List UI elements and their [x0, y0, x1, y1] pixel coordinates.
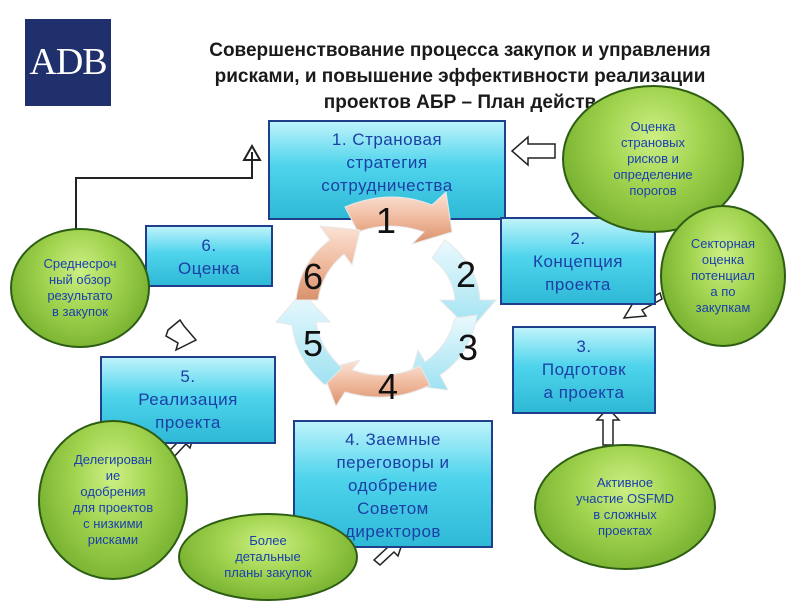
note-oval-midterm-review: Среднесроч ный обзор результато в закупо…	[10, 228, 150, 348]
note-line: планы закупок	[224, 565, 312, 580]
note-line: Оценка	[630, 119, 676, 134]
cycle-number-2: 2	[456, 254, 477, 295]
note-oval-procurement-plans: Более детальные планы закупок	[178, 513, 358, 601]
note-oval-osfmd: Активное участие OSFMD в сложных проекта…	[534, 444, 716, 570]
arrowhead	[242, 143, 262, 161]
step-line: 2.	[570, 229, 586, 248]
step-line: стратегия	[346, 153, 428, 172]
page-title: Совершенствование процесса закупок и упр…	[130, 38, 790, 116]
step-line: Советом	[357, 499, 429, 518]
note-line: страновых	[620, 135, 686, 150]
hollow-arrow	[510, 135, 556, 167]
step-line: проекта	[545, 275, 611, 294]
cycle-number-4: 4	[378, 366, 399, 407]
note-line: Делегирован	[73, 452, 153, 467]
adb-logo: ADB	[25, 19, 111, 106]
cycle-segment-6	[295, 225, 361, 301]
hollow-arrow	[595, 406, 621, 446]
note-line: одобрения	[80, 484, 146, 499]
note-line: порогов	[629, 183, 677, 198]
note-line: ие	[105, 468, 121, 483]
title-line: проектов АБР – План действ	[323, 92, 597, 113]
note-line: оценка	[701, 252, 745, 267]
step-line: 4. Заемные	[345, 430, 441, 449]
note-oval-delegation: Делегирован ие одобрения для проектов с …	[38, 420, 188, 580]
cycle-segment-1	[344, 190, 453, 245]
note-line: для проектов	[72, 500, 154, 515]
note-line: а по	[710, 284, 736, 299]
step-line: 1. Страновая	[331, 130, 443, 149]
step-line: переговоры и	[336, 453, 450, 472]
connector-line	[75, 152, 253, 232]
step-line: сотрудничества	[321, 176, 453, 195]
step-line: одобрение	[348, 476, 438, 495]
note-line: в сложных	[593, 507, 657, 522]
step-line: Концепция	[533, 252, 623, 271]
note-line: ный обзор	[48, 272, 112, 287]
cycle-number-5: 5	[303, 323, 324, 364]
step-line: 5.	[180, 367, 196, 386]
step-3-box: 3. Подготовк а проекта	[512, 326, 656, 414]
note-line: рисками	[87, 532, 139, 547]
note-oval-sector-assessment: Секторная оценка потенциал а по закупкам	[660, 205, 786, 347]
note-line: в закупок	[51, 304, 108, 319]
note-line: закупкам	[695, 300, 751, 315]
step-line: Подготовк	[541, 360, 627, 379]
cycle-number-6: 6	[303, 256, 324, 297]
note-line: потенциал	[691, 268, 755, 283]
note-line: Секторная	[690, 236, 756, 251]
note-line: проектах	[597, 523, 653, 538]
note-line: детальные	[235, 549, 301, 564]
note-line: определение	[613, 167, 693, 182]
note-line: Активное	[596, 475, 654, 490]
hollow-arrow	[165, 318, 198, 352]
note-line: рисков и	[627, 151, 679, 166]
cycle-number-1: 1	[376, 200, 397, 241]
step-line: проекта	[155, 413, 221, 432]
note-line: Более	[249, 533, 287, 548]
note-line: участие OSFMD	[575, 491, 674, 506]
note-line: с низкими	[83, 516, 143, 531]
step-line: директоров	[345, 522, 441, 541]
step-line: 3.	[576, 337, 592, 356]
note-line: результато	[47, 288, 113, 303]
cycle-number-3: 3	[458, 327, 479, 368]
step-line: а проекта	[543, 383, 625, 402]
step-line: Оценка	[178, 259, 240, 278]
step-2-box: 2. Концепция проекта	[500, 217, 656, 305]
step-5-box: 5. Реализация проекта	[100, 356, 276, 444]
title-line: рисками, и повышение эффективности реали…	[214, 66, 706, 87]
step-line: 6.	[201, 236, 217, 255]
note-line: Среднесроч	[43, 256, 117, 271]
step-line: Реализация	[138, 390, 238, 409]
step-6-box: 6. Оценка	[145, 225, 273, 287]
title-line: Совершенствование процесса закупок и упр…	[209, 40, 711, 61]
